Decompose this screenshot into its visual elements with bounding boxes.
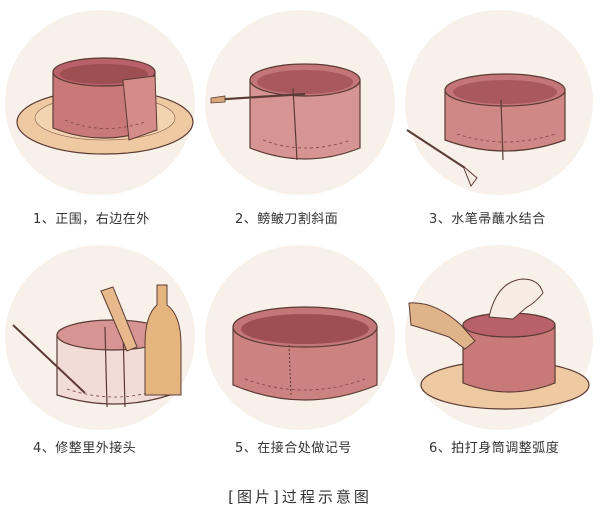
clay-cylinder bbox=[249, 79, 361, 160]
step-5-caption: 5、在接合处做记号 bbox=[235, 441, 352, 456]
step-2-caption: 2、鳑鲏刀割斜面 bbox=[235, 212, 339, 227]
step-6-caption: 6、拍打身筒调整弧度 bbox=[429, 441, 560, 456]
seam-cut bbox=[292, 87, 298, 161]
step-2-illustration bbox=[210, 63, 361, 161]
step-1-illustration bbox=[16, 57, 194, 155]
hand-icon bbox=[488, 278, 544, 320]
clay-cylinder bbox=[444, 89, 566, 152]
step-6-panel: 6、拍打身筒调整弧度 bbox=[405, 245, 600, 475]
step-3-illustration bbox=[406, 73, 566, 188]
pangpi-knife bbox=[210, 92, 306, 102]
step-4-illustration bbox=[12, 284, 182, 408]
paddle bbox=[408, 302, 476, 350]
brush-handle bbox=[406, 129, 466, 169]
step-3-caption: 3、水笔帚蘸水结合 bbox=[429, 212, 546, 227]
figure-caption: [图片]过程示意图 bbox=[228, 488, 372, 506]
clay-cylinder bbox=[462, 324, 556, 393]
step-4-panel: 4、修整里外接头 bbox=[5, 245, 205, 475]
step-6-illustration bbox=[408, 278, 590, 410]
step-1-caption: 1、正围，右边在外 bbox=[33, 212, 150, 227]
seam-line bbox=[500, 99, 504, 161]
step-5-panel: 5、在接合处做记号 bbox=[205, 245, 405, 475]
wooden-tool bbox=[100, 286, 138, 352]
water-bottle bbox=[144, 284, 182, 396]
clay-cylinder bbox=[232, 326, 378, 401]
step-2-panel: 2、鳑鲏刀割斜面 bbox=[205, 10, 405, 240]
overlap-flap bbox=[122, 75, 158, 141]
inner-tool bbox=[12, 324, 86, 394]
step-3-panel: 3、水笔帚蘸水结合 bbox=[405, 10, 600, 240]
step-4-caption: 4、修整里外接头 bbox=[33, 441, 137, 456]
brush-tip bbox=[462, 165, 478, 188]
seam-mark bbox=[288, 344, 292, 396]
step-5-illustration bbox=[232, 306, 378, 401]
step-1-panel: 1、正围，右边在外 bbox=[5, 10, 205, 240]
